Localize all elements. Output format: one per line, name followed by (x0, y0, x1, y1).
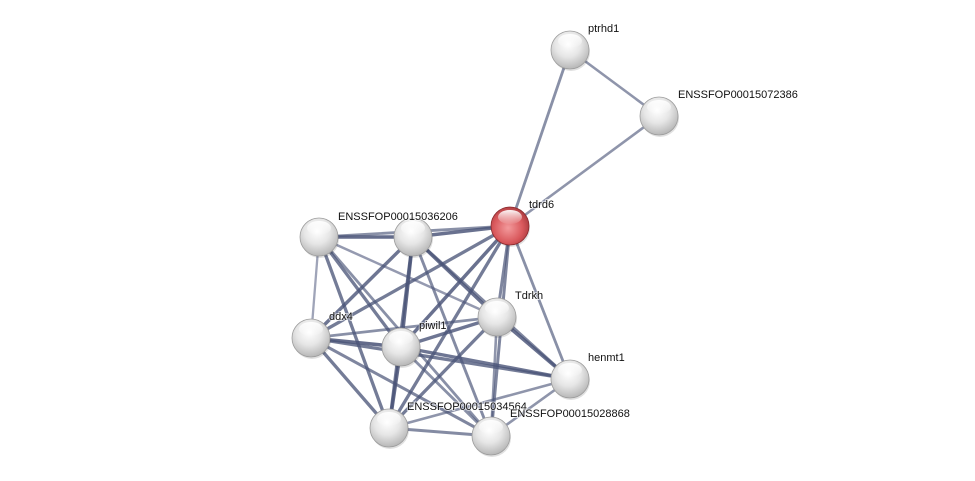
node-piwil1[interactable] (381, 327, 421, 368)
node-highlight (299, 322, 323, 336)
node-label-piwil1: piwil1 (419, 320, 447, 332)
node-label-Tdrkh: Tdrkh (515, 290, 543, 302)
node-highlight (307, 221, 331, 235)
node-label-henmt1: henmt1 (588, 352, 625, 364)
node-ENSSFOP00015034564[interactable] (369, 408, 409, 449)
node-ENSSFOP00015036206[interactable] (393, 217, 433, 258)
node-highlight (485, 301, 509, 315)
node-ptrhd1[interactable] (550, 30, 590, 71)
edge-layer (309, 48, 661, 438)
node-highlight (389, 331, 413, 345)
node-n_left[interactable] (299, 217, 339, 258)
edge-ddx4-ENSSFOP00015034564[interactable] (309, 336, 391, 430)
edge-Tdrkh-ddx4[interactable] (309, 315, 499, 340)
edge-Tdrkh-ENSSFOP00015034564[interactable] (387, 315, 499, 430)
node-label-ddx4: ddx4 (329, 311, 353, 323)
node-tdrd6[interactable] (490, 206, 530, 247)
edge-ddx4-ENSSFOP00015028868[interactable] (309, 336, 493, 438)
edge-Tdrkh-ENSSFOP00015028868[interactable] (489, 315, 499, 438)
node-ddx4[interactable] (291, 318, 331, 359)
node-highlight (558, 363, 582, 377)
node-label-ENSSFOP00015036206: ENSSFOP00015036206 (338, 211, 458, 223)
edge-tdrd6-henmt1[interactable] (508, 224, 572, 381)
edge-tdrd6-ddx4[interactable] (309, 224, 512, 340)
edge-piwil1-henmt1[interactable] (399, 345, 572, 381)
node-label-ptrhd1: ptrhd1 (588, 23, 619, 35)
node-label-tdrd6: tdrd6 (529, 199, 554, 211)
edge-henmt1-ENSSFOP00015034564[interactable] (387, 377, 572, 430)
node-layer: tdrd6 ptrhd1ENSSFOP00015072386ENSSFOP0001… (291, 22, 799, 457)
edge-tdrd6-ptrhd1[interactable] (508, 48, 572, 228)
node-highlight (558, 34, 582, 48)
node-Tdrkh[interactable] (477, 297, 517, 338)
node-highlight (498, 210, 522, 224)
node-highlight (401, 221, 425, 235)
node-henmt1[interactable] (550, 359, 590, 400)
node-highlight (377, 412, 401, 426)
node-highlight (479, 420, 503, 434)
node-label-ENSSFOP00015072386: ENSSFOP00015072386 (678, 89, 798, 101)
node-highlight (647, 100, 671, 114)
edge-ENSSFOP00015036206-ddx4[interactable] (309, 235, 415, 340)
node-ENSSFOP00015028868[interactable] (471, 416, 511, 457)
node-label-ENSSFOP00015034564: ENSSFOP00015034564 (407, 401, 527, 413)
node-ENSSFOP00015072386[interactable] (639, 96, 679, 137)
edge-tdrd6-ENSSFOP00015072386[interactable] (508, 114, 661, 228)
edge-piwil1-ENSSFOP00015028868[interactable] (399, 345, 493, 438)
node-label-ENSSFOP00015028868: ENSSFOP00015028868 (510, 408, 630, 420)
